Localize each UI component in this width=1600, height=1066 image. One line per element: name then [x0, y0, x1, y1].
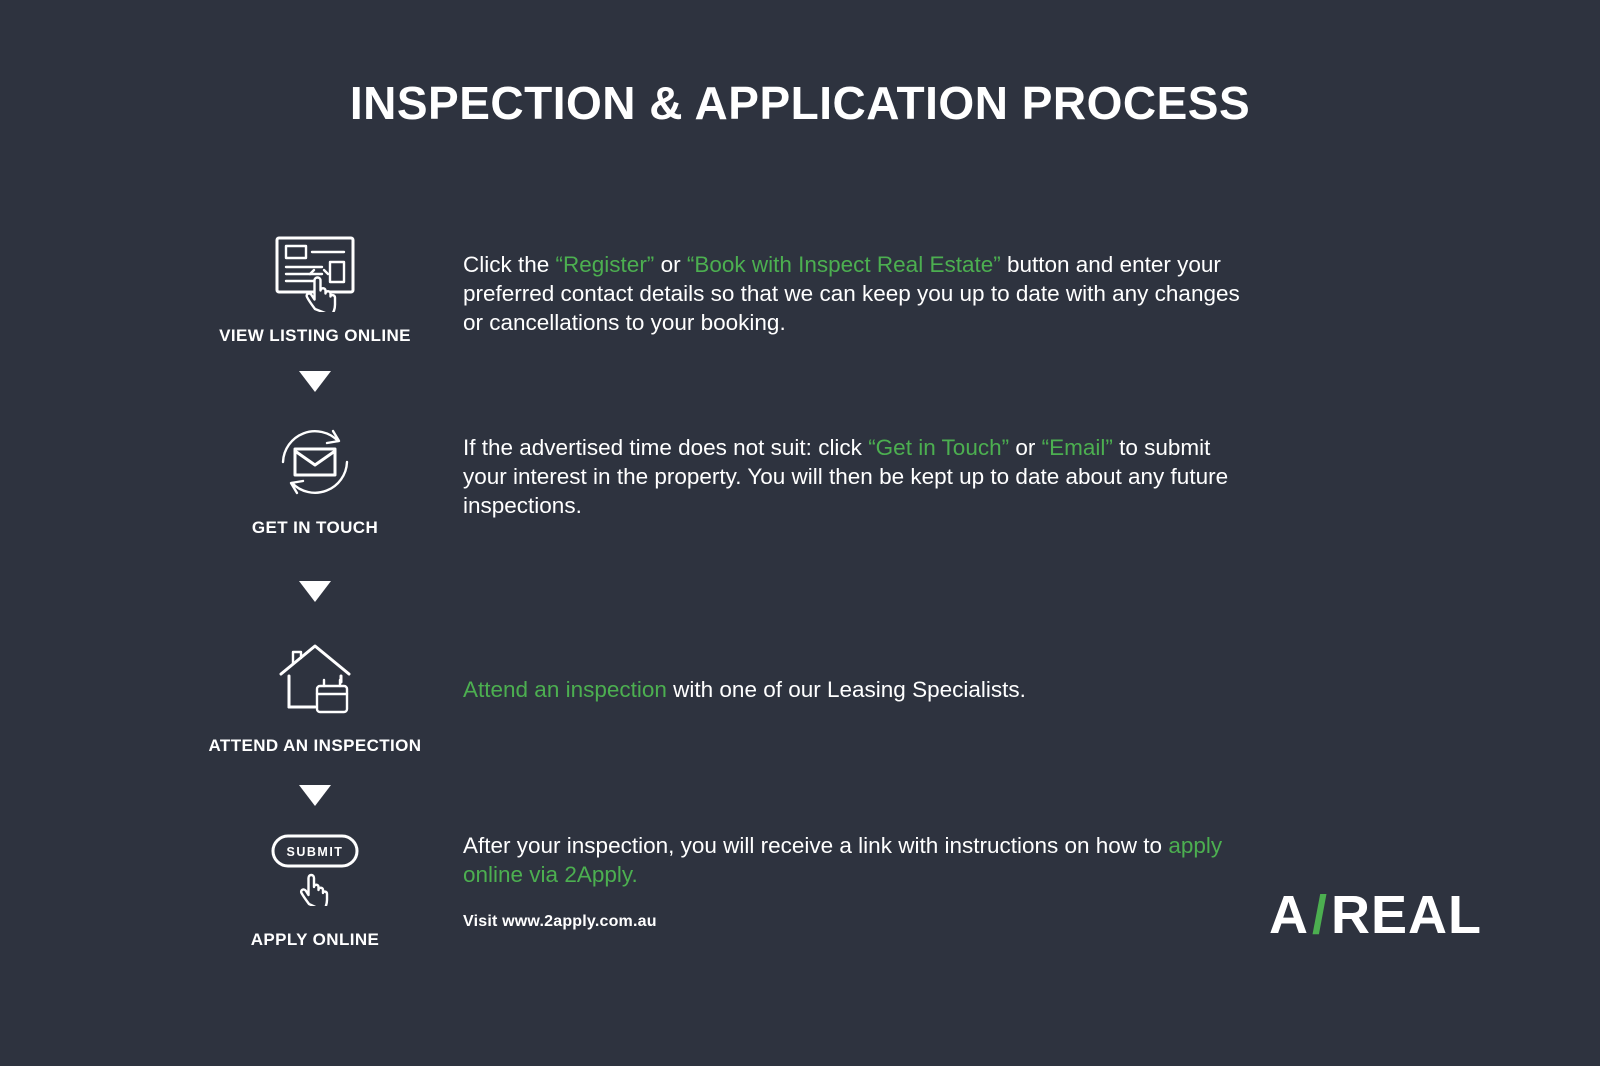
page-title: INSPECTION & APPLICATION PROCESS: [349, 77, 1251, 129]
step-label: ATTEND AN INSPECTION: [208, 736, 422, 755]
step-view-listing-online: VIEW LISTING ONLINE: [165, 228, 465, 346]
areal-logo: A / REAL: [1269, 884, 1482, 946]
view-listing-icon: [275, 236, 355, 312]
visit-note: Visit www.2apply.com.au: [463, 913, 657, 930]
flow-arrow-down-icon: [299, 785, 331, 806]
submit-button-label: SUBMIT: [287, 845, 344, 859]
flow-arrow-down-icon: [299, 581, 331, 602]
logo-slash-icon: /: [1311, 885, 1328, 945]
submit-button-icon: SUBMIT: [271, 834, 359, 906]
step-apply-online: SUBMIT APPLY ONLINE: [165, 832, 465, 950]
flow-arrow-down-icon: [299, 371, 331, 392]
step-label: VIEW LISTING ONLINE: [219, 326, 411, 345]
step-description-1: Click the “Register” or “Book with Inspe…: [463, 252, 1240, 335]
step-description-3: Attend an inspection with one of our Lea…: [463, 677, 1026, 702]
step-description-4: After your inspection, you will receive …: [463, 833, 1223, 887]
house-calendar-icon: [279, 644, 351, 714]
step-label: GET IN TOUCH: [251, 518, 379, 537]
logo-part-a: A: [1268, 885, 1309, 945]
step-attend-inspection: ATTEND AN INSPECTION: [165, 632, 465, 756]
step-get-in-touch: GET IN TOUCH: [165, 416, 465, 538]
email-refresh-icon: [281, 429, 349, 495]
step-label: APPLY ONLINE: [250, 930, 380, 949]
calendar-icon: [315, 678, 349, 714]
step-description-2: If the advertised time does not suit: cl…: [463, 435, 1229, 518]
hand-cursor-icon: [305, 268, 337, 312]
hand-cursor-icon: [299, 873, 329, 906]
logo-part-real: REAL: [1331, 885, 1482, 945]
